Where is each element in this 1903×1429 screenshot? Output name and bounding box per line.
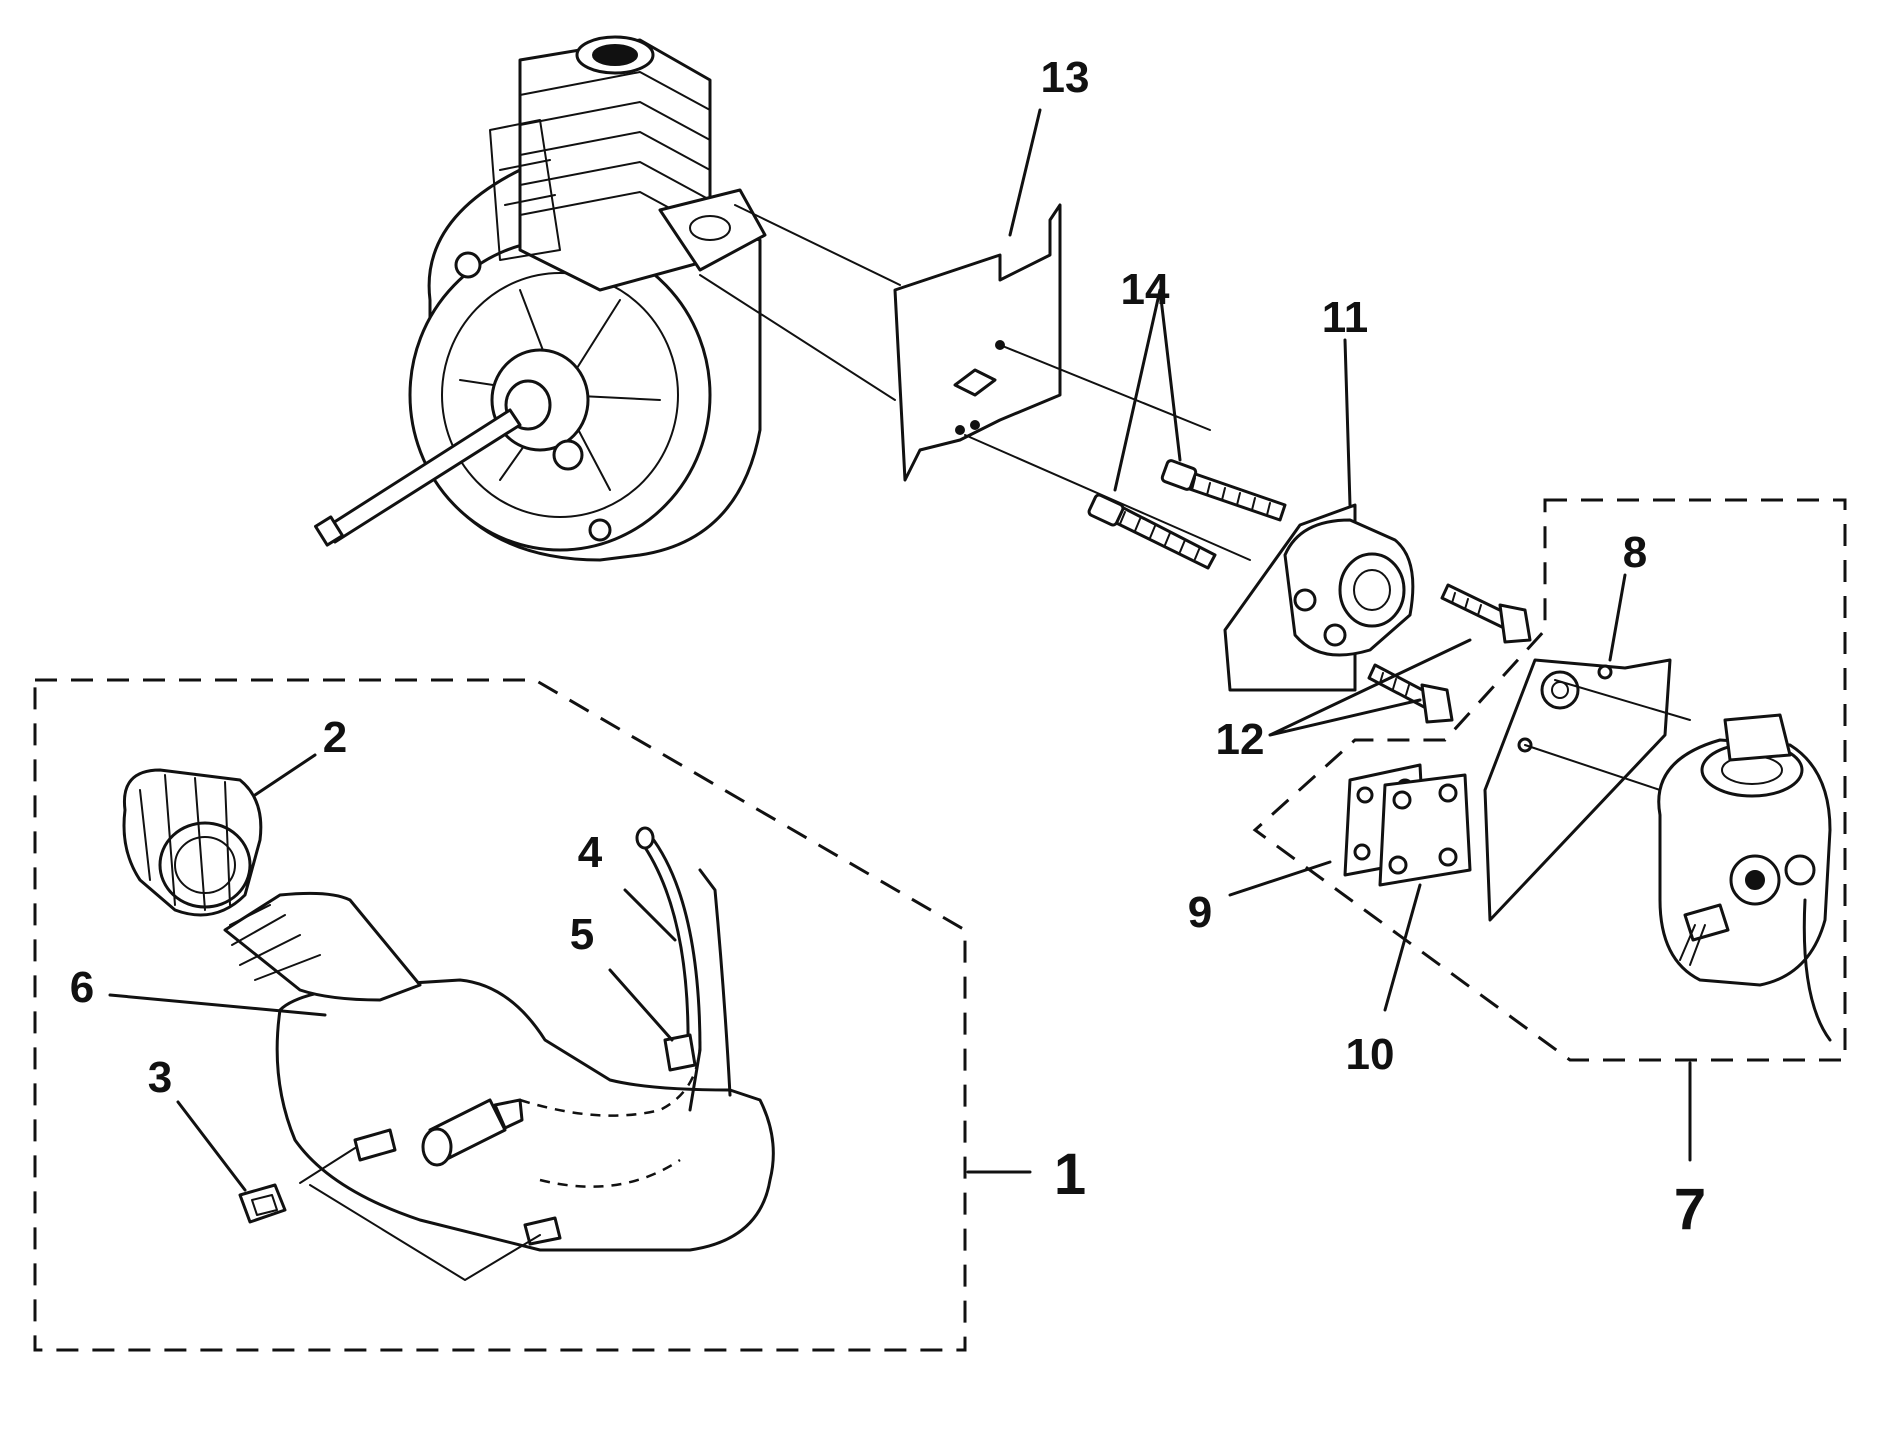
callout-1: 1 xyxy=(1053,1142,1087,1207)
callout-6: 6 xyxy=(69,963,95,1012)
grommet-3 xyxy=(238,1183,287,1224)
callout-13: 13 xyxy=(1040,53,1090,102)
callout-8: 8 xyxy=(1622,528,1648,577)
callout-2: 2 xyxy=(322,713,348,762)
fuel-lines-4-5 xyxy=(635,826,732,1112)
group-1-outline xyxy=(33,678,1032,1352)
plate-8 xyxy=(1483,658,1672,922)
gaskets-9-10 xyxy=(1343,763,1472,887)
callout-7: 7 xyxy=(1673,1177,1707,1242)
callout-4: 4 xyxy=(577,828,603,877)
engine-assembly xyxy=(314,35,767,562)
callout-12: 12 xyxy=(1215,715,1265,764)
callout-10: 10 xyxy=(1345,1030,1395,1079)
carburetor xyxy=(1657,713,1832,1042)
callout-9: 9 xyxy=(1187,888,1213,937)
bolts-12 xyxy=(1367,583,1532,724)
callout-3: 3 xyxy=(147,1053,173,1102)
callout-5: 5 xyxy=(569,910,595,959)
callout-11: 11 xyxy=(1321,293,1369,342)
fuel-tank-6 xyxy=(223,891,775,1252)
fuel-cap-2 xyxy=(122,768,263,917)
callout-14: 14 xyxy=(1120,265,1170,314)
gasket-13 xyxy=(893,203,1062,482)
screws-14 xyxy=(1087,459,1287,570)
group-7-outline xyxy=(1252,498,1847,1162)
intake-adapter-11 xyxy=(1223,503,1415,692)
